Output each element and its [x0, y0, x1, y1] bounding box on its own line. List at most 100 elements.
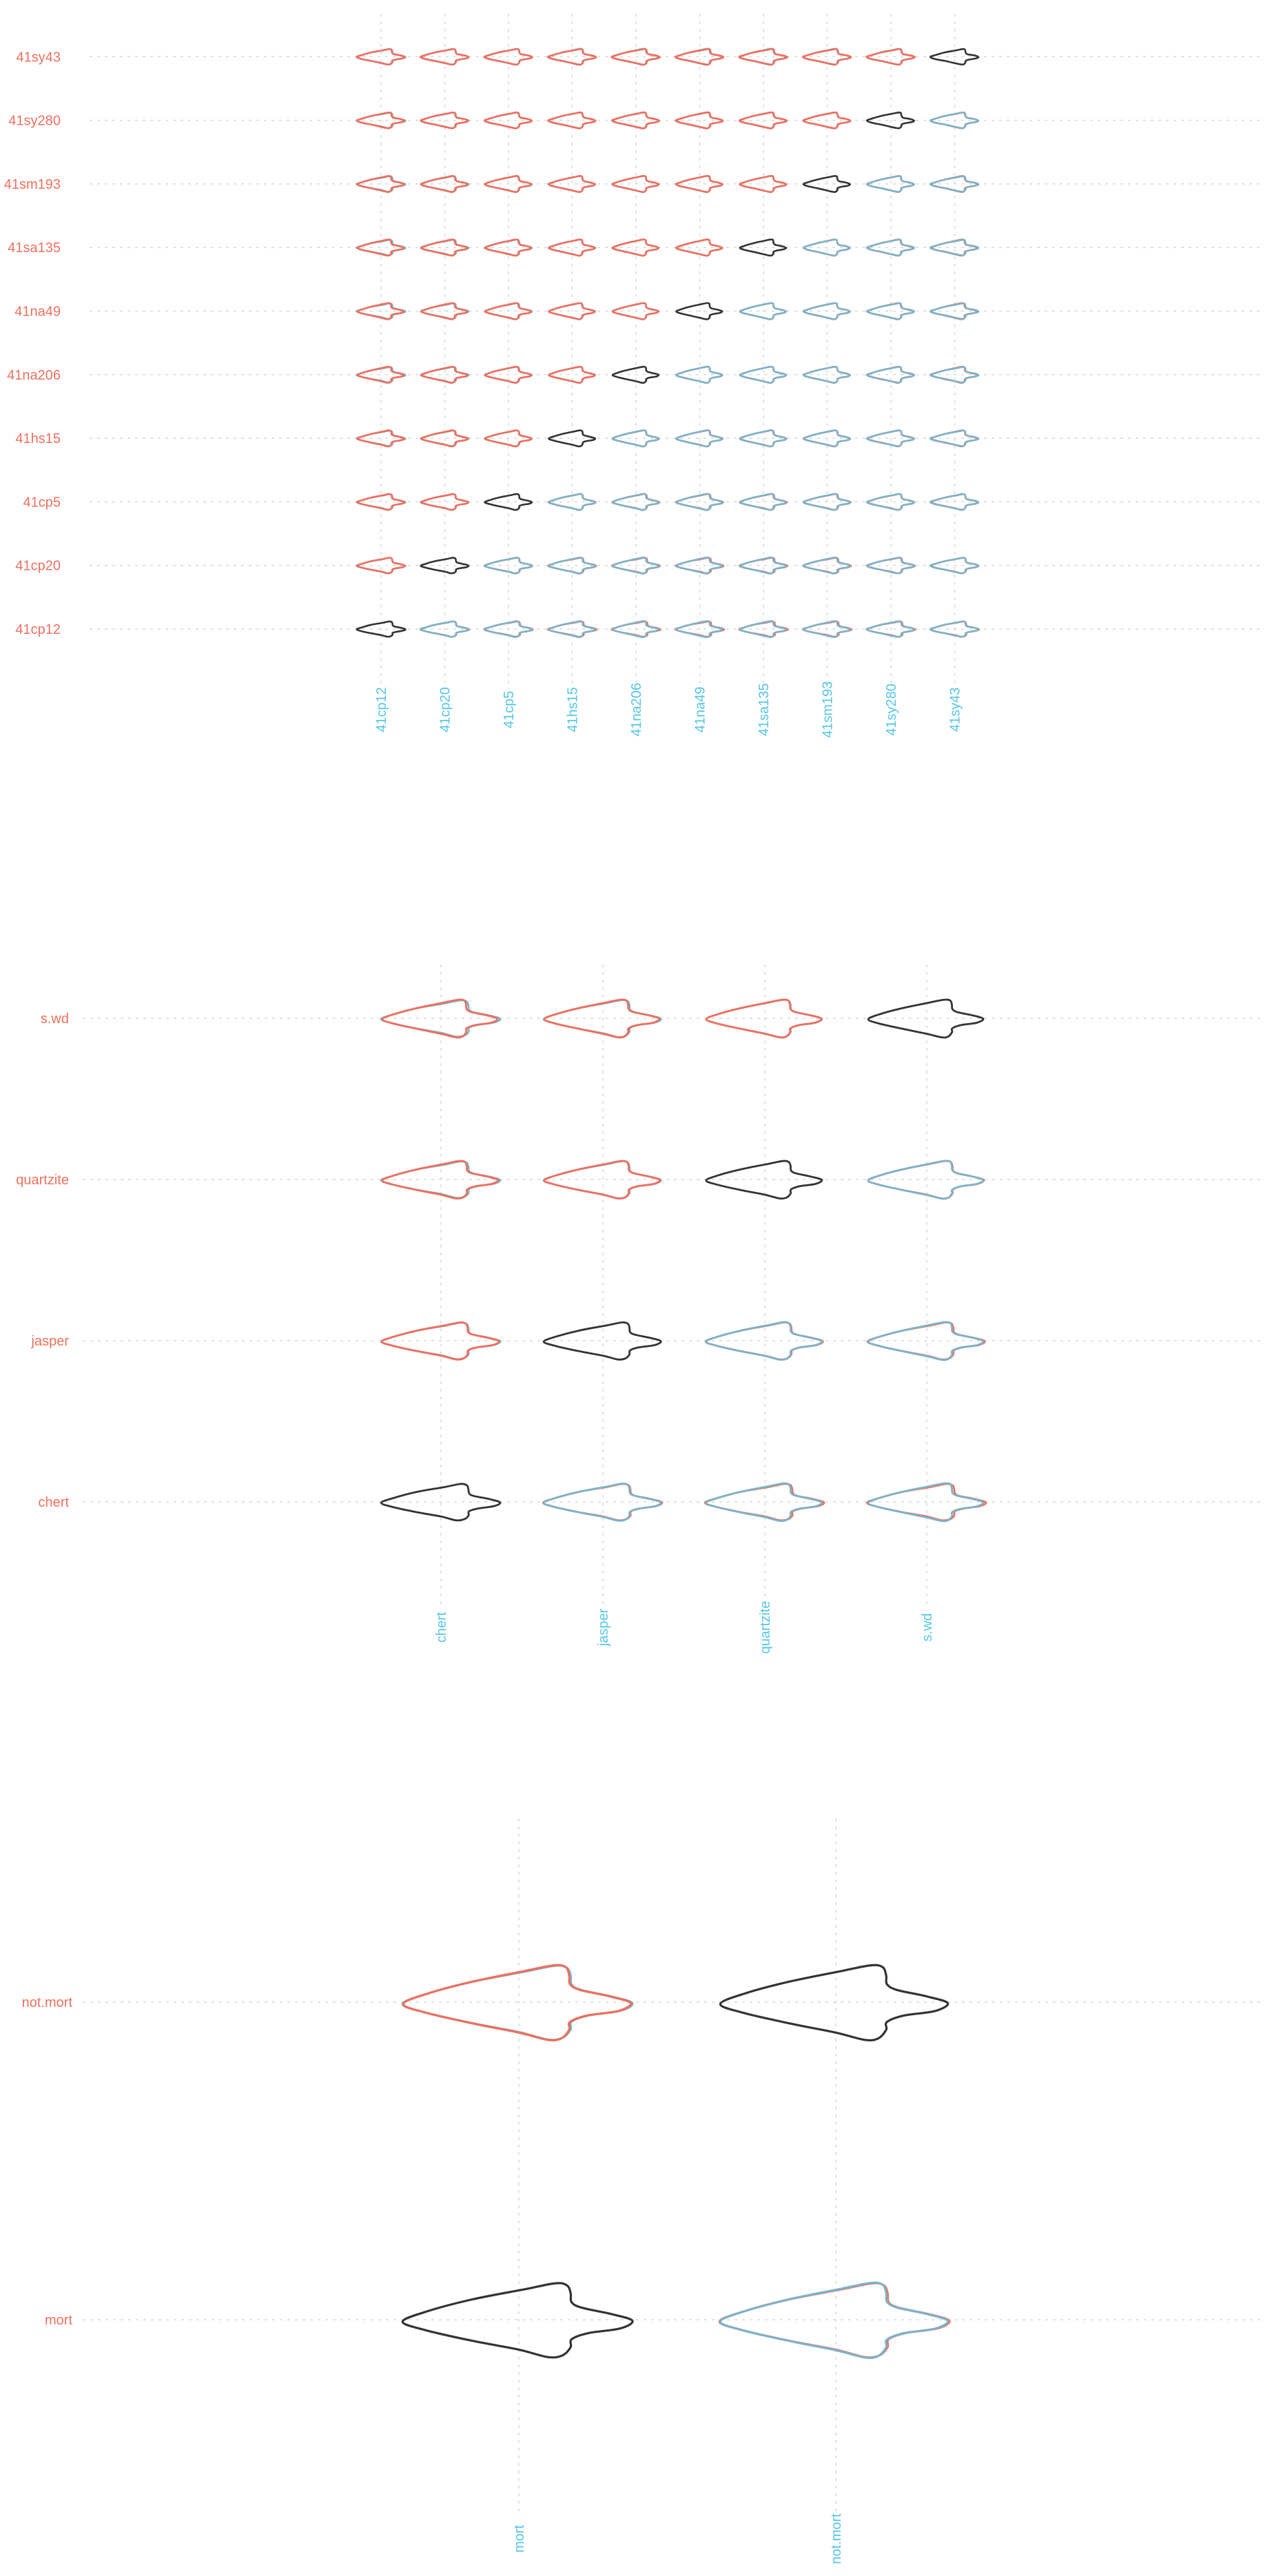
row-label: mort	[45, 2313, 72, 2328]
shape-cell	[611, 302, 660, 320]
shape-cell	[542, 1160, 662, 1200]
shape-cell	[802, 365, 851, 384]
row-group-outline	[547, 111, 597, 130]
column-group-outline	[705, 1482, 823, 1523]
shape-cell	[547, 493, 597, 511]
column-group-outline	[420, 620, 470, 638]
column-group-outline	[929, 238, 980, 256]
shape-cell	[801, 620, 853, 639]
shape-cell	[484, 493, 533, 511]
row-label: 41sm193	[4, 177, 61, 192]
column-label: chert	[434, 1611, 449, 1642]
column-group-outline	[929, 620, 980, 638]
shape-cell	[483, 557, 533, 575]
shape-cell	[356, 557, 407, 575]
shape-cell	[675, 429, 724, 448]
row-group-outline	[611, 302, 660, 320]
column-group-outline	[611, 429, 660, 448]
shape-cell	[738, 620, 789, 639]
shape-cell	[739, 302, 788, 320]
row-group-outline	[420, 175, 469, 194]
column-group-outline	[739, 493, 788, 511]
mean-shape-outline	[380, 1483, 502, 1522]
shape-cell	[611, 493, 661, 511]
row-group-outline	[420, 429, 469, 448]
column-group-outline	[611, 493, 660, 511]
shape-cell	[802, 302, 851, 320]
row-group-outline	[675, 111, 724, 130]
column-label: s.wd	[920, 1613, 935, 1641]
column-group-outline	[865, 620, 915, 638]
row-group-outline	[738, 48, 788, 66]
row-group-outline	[420, 365, 469, 384]
shape-cell	[865, 493, 916, 511]
column-group-outline	[401, 1964, 634, 2041]
shape-cell	[542, 998, 662, 1039]
row-group-outline	[483, 48, 533, 66]
shape-cell	[542, 1483, 664, 1522]
column-group-outline	[929, 112, 980, 130]
row-group-outline	[356, 175, 405, 194]
column-label: 41cp5	[502, 691, 517, 729]
shape-cell	[929, 48, 980, 66]
mean-shape-outline	[420, 557, 470, 575]
shape-cell	[356, 111, 407, 130]
shape-cell	[356, 175, 407, 194]
row-group-outline	[739, 175, 788, 194]
shape-cell	[802, 493, 852, 511]
shape-cell	[865, 1482, 987, 1523]
row-group-outline	[865, 557, 916, 575]
shape-cell	[420, 365, 470, 384]
row-group-outline	[738, 111, 788, 130]
column-group-outline	[719, 2281, 950, 2360]
shape-cell	[929, 493, 980, 511]
shape-cell	[356, 238, 407, 257]
row-group-outline	[356, 429, 405, 448]
column-group-outline	[867, 1482, 985, 1523]
column-group-outline	[548, 556, 597, 575]
shape-cell	[865, 302, 915, 320]
shape-cell	[802, 429, 852, 448]
shape-cell	[401, 1964, 634, 2042]
row-label: 41sy43	[17, 50, 61, 65]
column-group-outline	[739, 429, 788, 448]
shape-cell	[675, 174, 723, 194]
shape-cell	[801, 48, 852, 66]
row-group-outline	[420, 493, 469, 511]
shape-cell	[356, 620, 407, 638]
shape-cell	[356, 365, 407, 384]
column-group-outline	[802, 365, 851, 384]
row-group-outline	[381, 1160, 500, 1200]
shape-cell	[865, 175, 915, 194]
mean-shape-outline	[484, 493, 533, 511]
row-label: 41cp12	[15, 622, 61, 637]
shape-cell	[929, 238, 980, 257]
shape-cell	[802, 111, 852, 130]
row-group-outline	[484, 238, 533, 257]
column-group-outline	[739, 302, 788, 320]
shape-cell	[611, 175, 660, 194]
row-group-outline	[801, 48, 852, 66]
shape-cell	[419, 48, 470, 66]
row-label: quartzite	[16, 1173, 69, 1188]
shape-cell	[546, 620, 598, 639]
mean-shape-outline	[865, 111, 915, 130]
shape-cell	[929, 175, 980, 194]
shape-cell	[739, 238, 788, 257]
shape-cell	[929, 620, 981, 638]
row-group-outline	[483, 111, 533, 130]
shape-cell	[483, 620, 534, 639]
column-group-outline	[865, 366, 915, 384]
shape-cell	[739, 365, 788, 384]
shape-cell	[675, 111, 724, 130]
row-label: 41cp20	[15, 559, 61, 574]
mean-shape-outline	[542, 1321, 662, 1361]
row-group-outline	[675, 238, 723, 257]
row-group-outline	[705, 998, 823, 1039]
row-group-outline	[546, 48, 597, 66]
shape-cell	[547, 175, 597, 194]
column-group-outline	[929, 493, 980, 511]
shape-cell	[739, 429, 788, 448]
